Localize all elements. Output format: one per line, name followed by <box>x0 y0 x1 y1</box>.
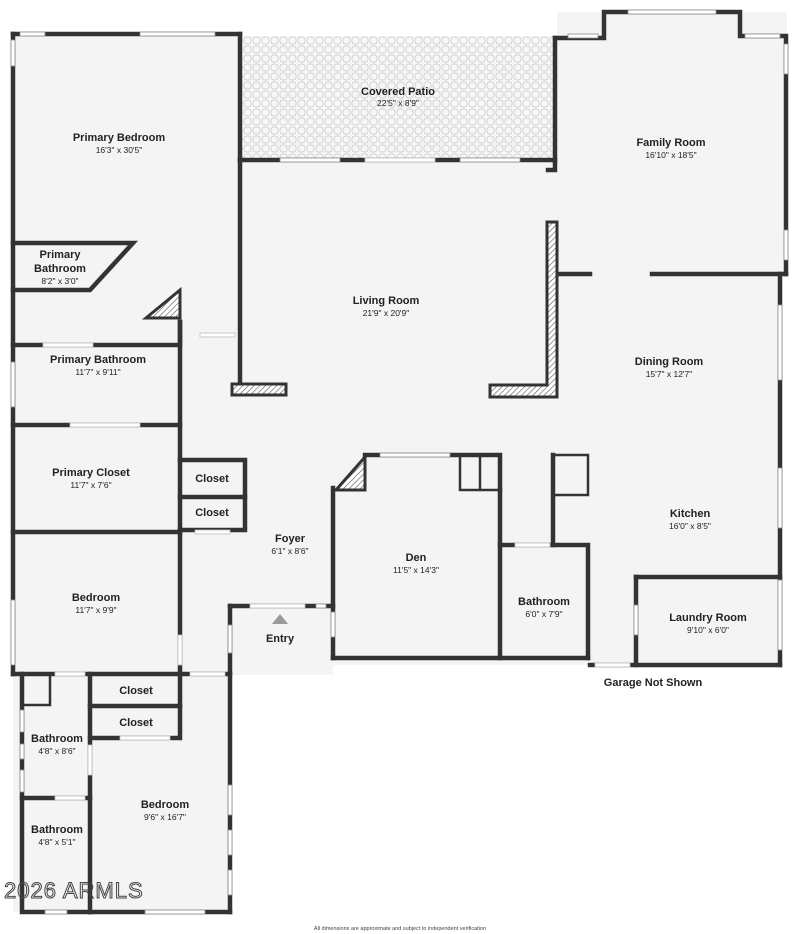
room-primary-closet-dims: 11'7" x 7'6" <box>70 480 111 490</box>
entry-label: Entry <box>266 633 295 645</box>
room-bathroom-small-dims: 4'8" x 5'1" <box>38 837 75 847</box>
door-openings <box>42 157 631 801</box>
room-primary-closet-name: Primary Closet <box>52 467 130 479</box>
chase-den <box>332 453 367 492</box>
room-closet-bottom-upper: Closet <box>119 685 153 697</box>
room-covered-patio-dims: 22'5" x 8'9" <box>377 98 419 108</box>
floor-fills <box>13 12 787 912</box>
room-bathroom-center-name: Bathroom <box>518 596 570 608</box>
room-primary-bedroom-dims: 16'3" x 30'5" <box>96 145 143 155</box>
room-bathroom-small-name: Bathroom <box>31 824 83 836</box>
entry-arrow-icon <box>272 614 288 624</box>
room-labels: Covered Patio 22'5" x 8'9" Primary Bedro… <box>31 86 747 847</box>
column-living-right <box>488 220 559 399</box>
room-primary-wc-dims: 8'2" x 3'0" <box>41 276 78 286</box>
room-den-dims: 11'5" x 14'3" <box>393 565 439 575</box>
copyright-watermark: 2026 ARMLS <box>4 878 144 903</box>
room-dining-room-dims: 15'7" x 12'7" <box>646 369 693 379</box>
room-bedroom-left-name: Bedroom <box>72 592 121 604</box>
room-family-room-name: Family Room <box>636 137 705 149</box>
windows <box>10 9 789 915</box>
room-primary-wc-name-line1: Primary <box>40 249 82 261</box>
room-den-name: Den <box>406 552 427 564</box>
room-living-room-dims: 21'9" x 20'9" <box>363 308 410 318</box>
room-bathroom-lower-name: Bathroom <box>31 733 83 745</box>
room-primary-bathroom-dims: 11'7" x 9'11" <box>75 367 120 377</box>
room-bedroom-bottom-dims: 9'6" x 16'7" <box>144 812 186 822</box>
covered-patio-pavers <box>240 36 555 160</box>
room-foyer-dims: 6'1" x 8'6" <box>271 546 308 556</box>
room-foyer-name: Foyer <box>275 533 306 545</box>
room-kitchen-dims: 16'0" x 8'5" <box>669 521 711 531</box>
room-bathroom-center-dims: 6'0" x 7'9" <box>525 609 562 619</box>
room-laundry-room-name: Laundry Room <box>669 612 747 624</box>
room-primary-wc-name-line2: Bathroom <box>34 263 86 275</box>
room-bedroom-left-dims: 11'7" x 9'9" <box>75 605 116 615</box>
structural-elements <box>141 220 559 492</box>
room-kitchen-name: Kitchen <box>670 508 711 520</box>
room-laundry-room-dims: 9'10" x 6'0" <box>687 625 729 635</box>
chase-primary-bath <box>141 286 182 320</box>
column-living-left <box>230 382 288 397</box>
disclaimer-note: All dimensions are approximate and subje… <box>314 926 486 932</box>
garage-label: Garage Not Shown <box>604 677 703 689</box>
room-primary-bathroom-name: Primary Bathroom <box>50 354 146 366</box>
room-living-room-name: Living Room <box>353 295 420 307</box>
room-dining-room-name: Dining Room <box>635 356 704 368</box>
room-closet-foyer-upper: Closet <box>195 473 229 485</box>
room-closet-foyer-lower: Closet <box>195 507 229 519</box>
room-bedroom-bottom-name: Bedroom <box>141 799 190 811</box>
room-bathroom-lower-dims: 4'8" x 8'6" <box>38 746 75 756</box>
room-primary-bedroom-name: Primary Bedroom <box>73 132 166 144</box>
room-covered-patio-name: Covered Patio <box>361 86 435 98</box>
room-family-room-dims: 16'10" x 18'5" <box>645 150 696 160</box>
room-closet-bottom-lower: Closet <box>119 717 153 729</box>
